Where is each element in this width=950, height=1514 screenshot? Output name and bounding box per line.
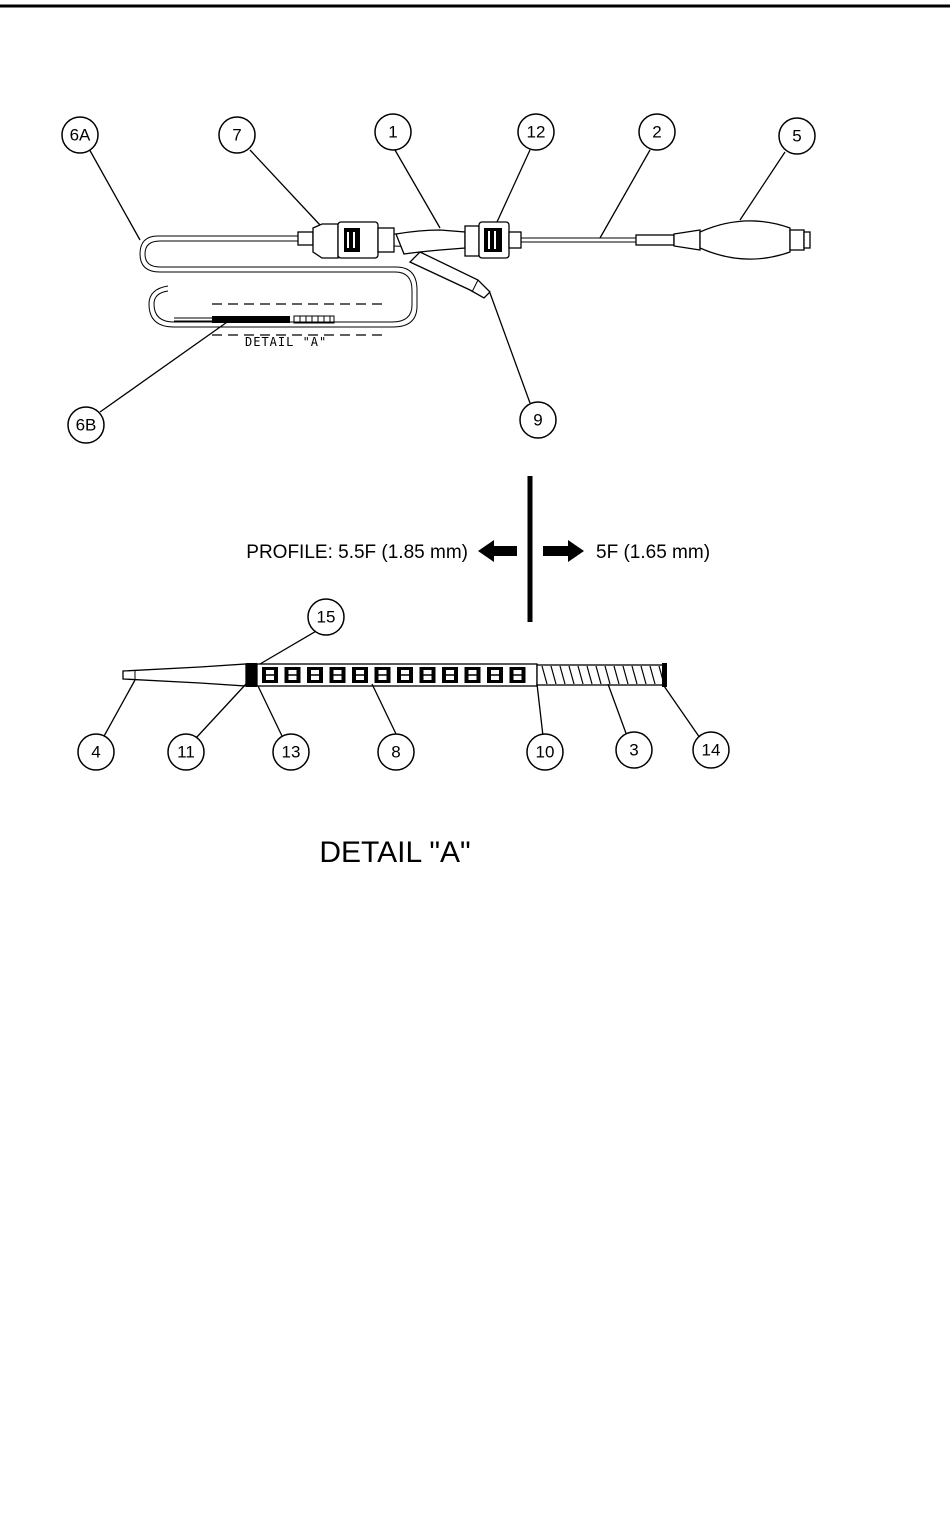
callout-5: 5 (779, 118, 815, 154)
callout-2: 2 (639, 114, 675, 150)
svg-text:12: 12 (527, 123, 546, 142)
svg-text:4: 4 (91, 743, 100, 762)
detail-a-small-label: DETAIL "A" (245, 335, 327, 349)
svg-text:2: 2 (652, 123, 661, 142)
svg-text:9: 9 (533, 411, 542, 430)
profile-indicator: PROFILE: 5.5F (1.85 mm) 5F (1.65 mm) (246, 476, 710, 622)
detail-a-title: DETAIL "A" (319, 836, 470, 869)
callout-6a: 6A (62, 117, 98, 153)
svg-text:15: 15 (317, 608, 336, 627)
callout-7: 7 (219, 117, 255, 153)
callout-14: 14 (693, 732, 729, 768)
svg-text:6A: 6A (70, 126, 91, 145)
callout-6b: 6B (68, 407, 104, 443)
callout-9: 9 (520, 402, 556, 438)
svg-text:8: 8 (391, 743, 400, 762)
callout-13: 13 (273, 734, 309, 770)
callout-10: 10 (527, 734, 563, 770)
leader-lines-top (88, 147, 785, 412)
callout-3: 3 (616, 732, 652, 768)
profile-right-text: 5F (1.65 mm) (596, 542, 710, 563)
svg-text:10: 10 (536, 743, 555, 762)
left-arrow-icon (478, 540, 517, 562)
callout-4: 4 (78, 734, 114, 770)
callout-12: 12 (518, 114, 554, 150)
svg-text:11: 11 (177, 743, 195, 762)
callout-8: 8 (378, 734, 414, 770)
svg-text:5: 5 (792, 127, 801, 146)
distal-tip-mini (212, 316, 290, 323)
distal-tip-detail (123, 663, 667, 687)
profile-left-text: PROFILE: 5.5F (1.85 mm) (246, 542, 468, 563)
catheter-assembly (140, 221, 810, 335)
callout-1: 1 (375, 114, 411, 150)
svg-text:6B: 6B (76, 416, 97, 435)
svg-text:13: 13 (282, 743, 301, 762)
right-arrow-icon (543, 540, 584, 562)
svg-text:1: 1 (388, 123, 397, 142)
svg-text:7: 7 (232, 126, 241, 145)
callout-15: 15 (308, 599, 344, 635)
svg-text:14: 14 (702, 741, 721, 760)
callout-11: 11 (168, 734, 204, 770)
svg-text:3: 3 (629, 741, 638, 760)
